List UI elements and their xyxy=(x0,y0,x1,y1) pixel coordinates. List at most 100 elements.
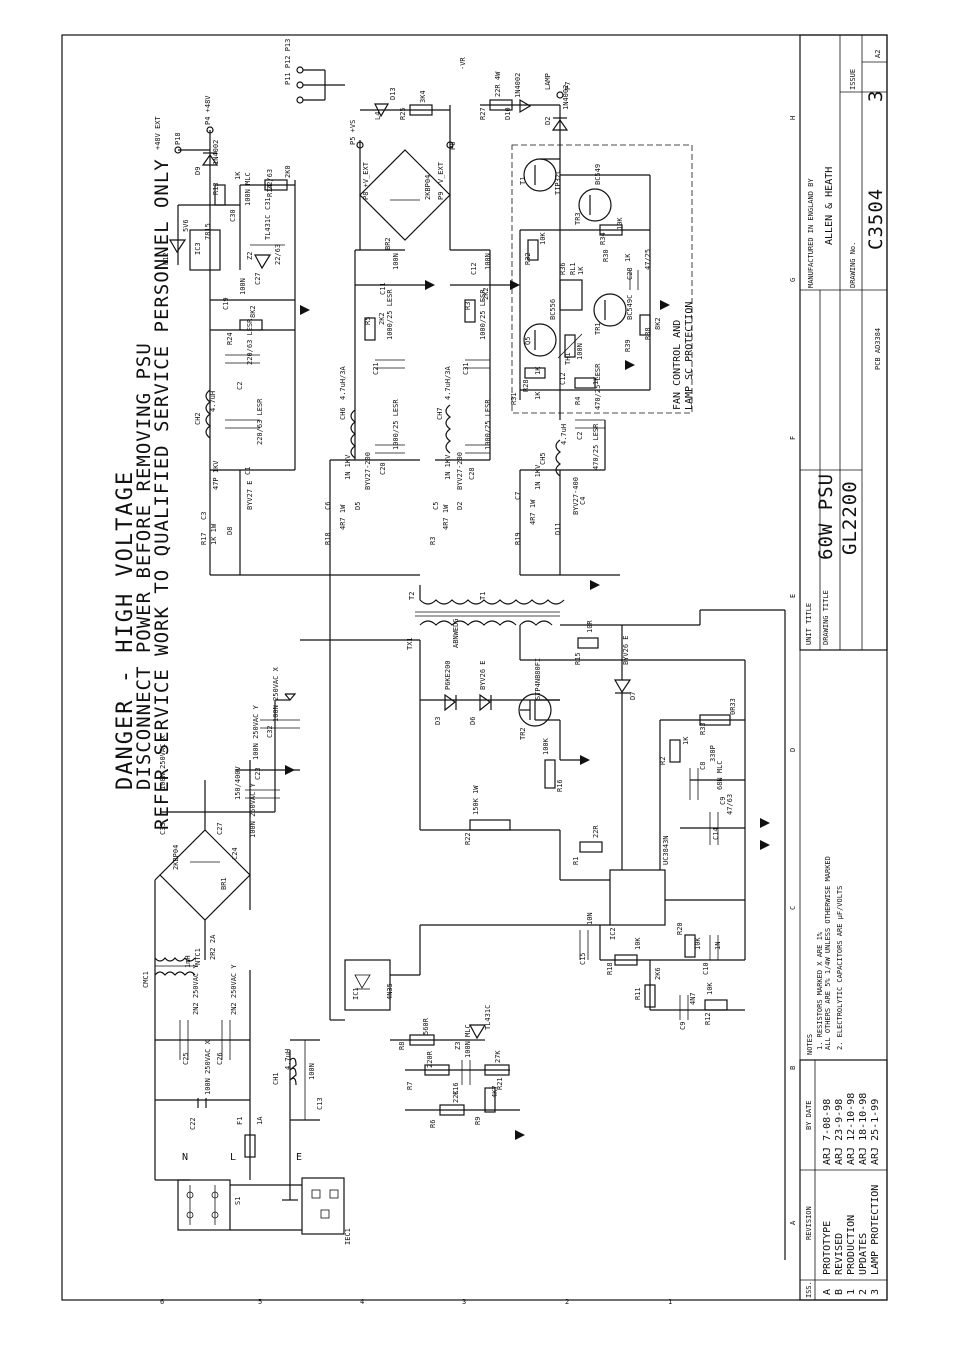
rev-iss: 2 xyxy=(858,1289,869,1295)
resistor-r1 xyxy=(579,841,603,853)
sheet-ref: A2 xyxy=(874,50,882,58)
rev-revision: LAMP PROTECTION xyxy=(870,1185,881,1275)
bridge-rectifier-br1 xyxy=(159,829,251,921)
component-ref-c33: C33 xyxy=(159,822,167,835)
component-ref-c4: C4 xyxy=(579,497,587,505)
component-ref-tr1: T1 xyxy=(519,177,527,185)
live-label: L xyxy=(230,1152,236,1163)
component-ref-c19: C19 xyxy=(222,297,230,310)
component-ref-c2bv: 470/25 LESR xyxy=(594,363,602,410)
component-ref-p4: P4 +48V xyxy=(204,95,212,125)
component-ref-z3: Z3 xyxy=(454,1042,462,1050)
component-ref-ntc1: NTC1 xyxy=(194,948,202,965)
component-ref-r30: R30 xyxy=(602,249,610,262)
component-ref-c1: C1 xyxy=(244,467,252,475)
earth-label: E xyxy=(296,1152,302,1163)
notes-frame xyxy=(799,649,888,1061)
component-ref-r3: R3 xyxy=(464,302,472,310)
resistor-r21 xyxy=(484,1064,510,1076)
component-ref-ic1v: 4N35 xyxy=(386,983,394,1000)
component-ref-r3v: 2K2 xyxy=(482,287,490,300)
component-ref-c23v: 100N 250VAC Y xyxy=(252,704,260,760)
zone-col-marker: C xyxy=(789,906,797,910)
component-ref-r28: R28 xyxy=(522,379,530,392)
component-ref-c6: C6 xyxy=(324,502,332,510)
component-ref-tr1v: TIP32C xyxy=(554,170,562,195)
zone-col-marker: F xyxy=(789,436,797,440)
component-ref-c19v: 100N xyxy=(239,278,247,295)
transistor-q5 xyxy=(523,323,557,357)
component-ref-r2v: 1K xyxy=(682,736,690,745)
feedback-section xyxy=(329,460,610,1140)
transistor-t1 xyxy=(523,158,557,192)
component-ref-r33v: 0R33 xyxy=(729,698,737,715)
thermistor-th1 xyxy=(564,334,576,358)
diode-d6 xyxy=(479,693,492,712)
component-ref-c23: C23 xyxy=(254,767,262,780)
note-1b: ALL OTHERS ARE 5% 1/4W UNLESS OTHERWISE … xyxy=(824,856,832,1050)
mosfet-tr2 xyxy=(518,693,552,727)
component-ref-r20v: 10K xyxy=(694,937,702,950)
resistor-r8 xyxy=(409,1034,435,1046)
zone-row-marker: 5 xyxy=(258,1298,262,1306)
component-ref-r33: R33 xyxy=(699,722,707,735)
resistor-r4 xyxy=(574,377,596,389)
component-ref-r5: R5 xyxy=(364,317,372,325)
component-ref-c24: C24 xyxy=(231,847,239,860)
component-ref-d8v: BYV27 E xyxy=(246,480,254,510)
resistor-r28 xyxy=(524,367,546,379)
manufacturer: ALLEN & HEATH xyxy=(824,167,835,245)
unit-title: 60W PSU xyxy=(815,473,837,560)
component-ref-r38v: 8K2 xyxy=(654,317,662,330)
component-ref-iec: IEC1 xyxy=(344,1228,352,1245)
component-ref-r30v: 1K xyxy=(624,253,632,262)
component-ref-c3v: 47P 1KV xyxy=(212,460,220,490)
zone-row-marker: 1 xyxy=(668,1298,672,1306)
warning-title: DANGER - HIGH VOLTAGE xyxy=(113,470,138,790)
rev-revision: PROTOTYPE xyxy=(822,1221,833,1275)
rev-by_date: ARJ 25-1-99 xyxy=(870,1099,881,1165)
component-ref-c27b: C27 xyxy=(254,272,262,285)
component-ref-p6: P6 xyxy=(449,142,457,150)
component-ref-d10v: 1N4002 xyxy=(514,73,522,98)
component-ref-d11: D11 xyxy=(554,522,562,535)
component-ref-c12bv: 100N xyxy=(576,343,584,360)
zone-row-marker: 2 xyxy=(565,1298,569,1306)
component-ref-r17: R17 xyxy=(200,532,208,545)
component-ref-p18: P18 xyxy=(174,132,182,145)
component-ref-c5v: 1N 1KV xyxy=(444,454,452,480)
component-ref-tr1bv: BC549C xyxy=(626,295,634,320)
component-ref-r9r: 2R2 2A xyxy=(209,934,217,960)
component-ref-br1: BR1 xyxy=(220,877,228,890)
rev-by_date: ARJ 18-10-98 xyxy=(858,1093,869,1165)
component-ref-r3b: R3 xyxy=(429,537,437,545)
resistor-r7 xyxy=(424,1064,450,1076)
component-ref-c32v: 100N 250VAC X xyxy=(272,666,280,722)
rev-iss: 1 xyxy=(846,1289,857,1295)
zone-col-marker: B xyxy=(789,1066,797,1070)
transistor-tr1 xyxy=(593,293,627,327)
component-ref-r34: R34 xyxy=(599,232,607,245)
component-ref-ch5v: 4.7uH xyxy=(560,424,568,445)
component-ref-c14: C14 xyxy=(712,827,720,840)
component-ref-z2: Z2 xyxy=(246,252,254,260)
rev-iss: B xyxy=(834,1289,845,1295)
issue-number: 3 xyxy=(865,90,887,102)
component-ref-r22: R22 xyxy=(464,832,472,845)
component-ref-r1v: 22R xyxy=(592,825,600,838)
component-ref-c22v: 100N 250VAC X xyxy=(204,1039,212,1095)
component-ref-r32v: 10K xyxy=(539,232,547,245)
component-ref-c26v: 2N2 250VAC Y xyxy=(230,964,238,1015)
component-ref-c27bv: 22/63 xyxy=(274,244,282,265)
component-ref-q5: BC556 xyxy=(549,299,557,320)
component-ref-c25: C25 xyxy=(182,1052,190,1065)
component-ref-d9: D9 xyxy=(194,167,202,175)
component-ref-d2c: D2 xyxy=(544,117,552,125)
zone-row-marker: 3 xyxy=(462,1298,466,1306)
component-ref-f1: F1 xyxy=(236,1117,244,1125)
component-ref-p5: P5 +VS xyxy=(349,120,357,145)
component-ref-r18b: R18 xyxy=(324,532,332,545)
iec-inlet xyxy=(301,1177,345,1235)
